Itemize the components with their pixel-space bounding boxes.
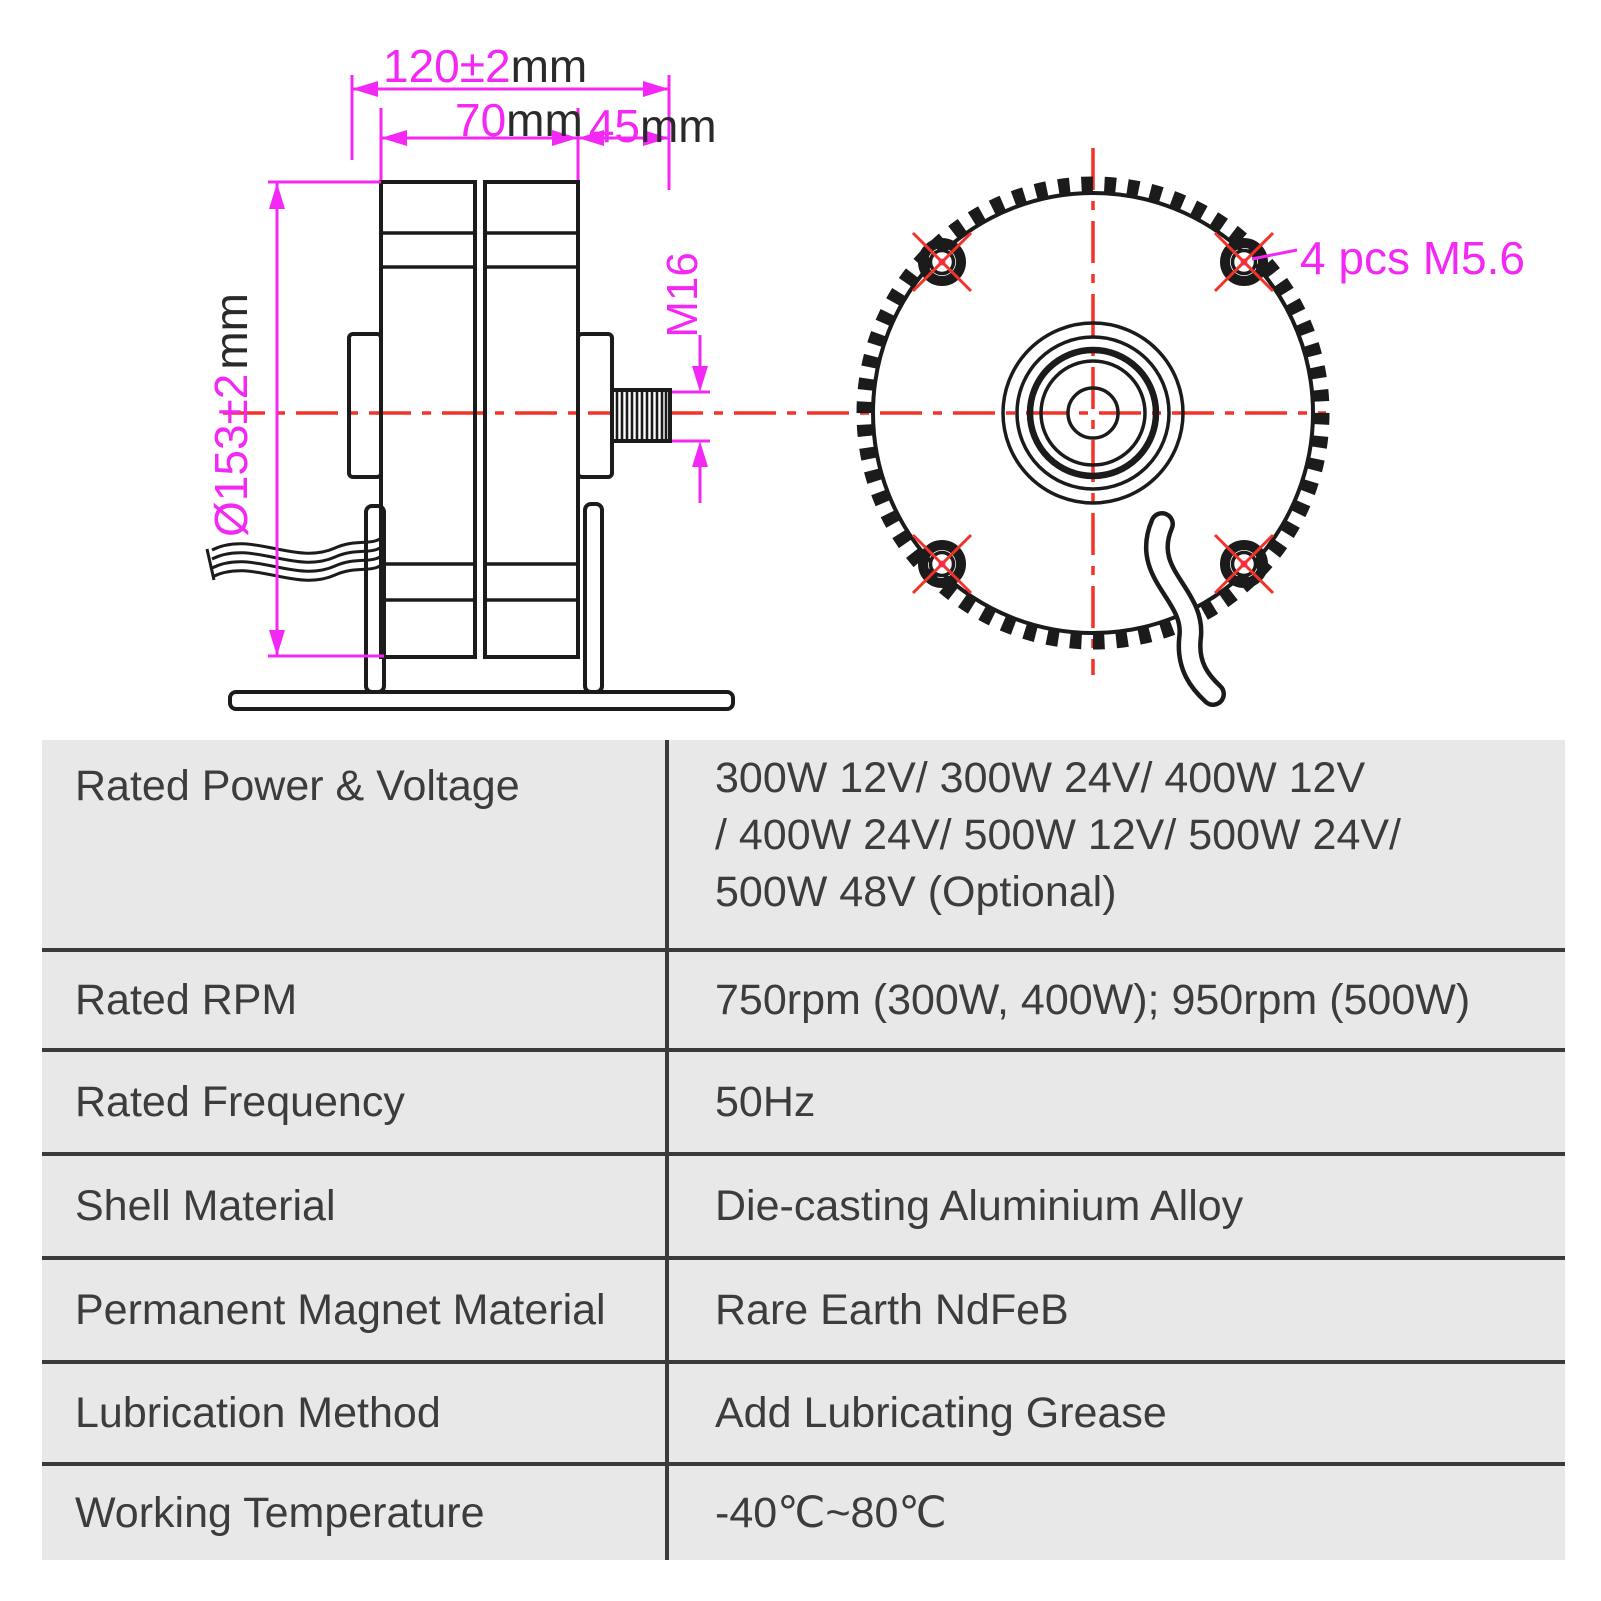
output-wires	[205, 534, 386, 582]
threaded-shaft	[610, 388, 672, 443]
right-hub	[576, 332, 614, 479]
spec-label: Lubrication Method	[75, 1388, 441, 1437]
spec-label: Working Temperature	[75, 1488, 485, 1537]
mounting-holes-label: 4 pcs M5.6	[1300, 232, 1525, 284]
base-plate	[228, 690, 735, 711]
spec-value: 50Hz	[665, 1052, 1565, 1152]
dim-m16-label: M16	[658, 252, 707, 338]
bolt-hole	[911, 533, 973, 595]
hub-circles	[1001, 321, 1185, 505]
bolt-hole	[1213, 231, 1275, 293]
spec-table: Rated Power & Voltage 300W 12V/ 300W 24V…	[42, 740, 1565, 1560]
dim-120-label: 120±2mm	[383, 40, 587, 92]
table-row: Rated Frequency 50Hz	[42, 1048, 1565, 1152]
spec-label: Rated Power & Voltage	[75, 762, 520, 810]
dimension-70-45	[379, 108, 669, 180]
table-row: Working Temperature -40℃~80℃	[42, 1462, 1565, 1560]
rotor-left-slab	[379, 180, 477, 659]
rotor-right-slab	[483, 180, 580, 659]
front-view: 4 pcs M5.6	[856, 148, 1525, 707]
table-row: Shell Material Die-casting Aluminium All…	[42, 1152, 1565, 1256]
mounting-bracket	[228, 502, 735, 711]
dimension-diameter	[268, 180, 384, 658]
spec-value: 300W 12V/ 300W 24V/ 400W 12V / 400W 24V/…	[665, 740, 1565, 948]
table-row: Lubrication Method Add Lubricating Greas…	[42, 1360, 1565, 1462]
spec-value: Rare Earth NdFeB	[665, 1260, 1565, 1360]
spec-label: Rated Frequency	[75, 1077, 405, 1126]
side-view	[205, 180, 735, 711]
table-row: Permanent Magnet Material Rare Earth NdF…	[42, 1256, 1565, 1360]
dim-diameter-label: Ø153±2mm	[205, 293, 257, 537]
mounting-holes-leader	[1251, 248, 1298, 261]
table-row: Rated RPM 750rpm (300W, 400W); 950rpm (5…	[42, 948, 1565, 1048]
spec-value: Add Lubricating Grease	[665, 1364, 1565, 1462]
gear-teeth	[856, 176, 1330, 650]
spec-label: Shell Material	[75, 1181, 336, 1230]
spec-value: Die-casting Aluminium Alloy	[665, 1156, 1565, 1256]
table-row: Rated Power & Voltage 300W 12V/ 300W 24V…	[42, 740, 1565, 948]
front-cable	[1143, 511, 1226, 707]
flange-lines	[381, 231, 578, 602]
spec-value: -40℃~80℃	[665, 1466, 1565, 1560]
dimension-120	[350, 75, 671, 190]
bolt-hole	[1213, 533, 1275, 595]
spec-label: Rated RPM	[75, 975, 298, 1024]
bolt-holes	[911, 231, 1275, 595]
bolt-hole	[911, 231, 973, 293]
spec-value: 750rpm (300W, 400W); 950rpm (500W)	[665, 952, 1565, 1048]
left-hub	[347, 332, 383, 479]
dimension-m16	[672, 335, 710, 503]
spec-label: Permanent Magnet Material	[75, 1285, 606, 1334]
